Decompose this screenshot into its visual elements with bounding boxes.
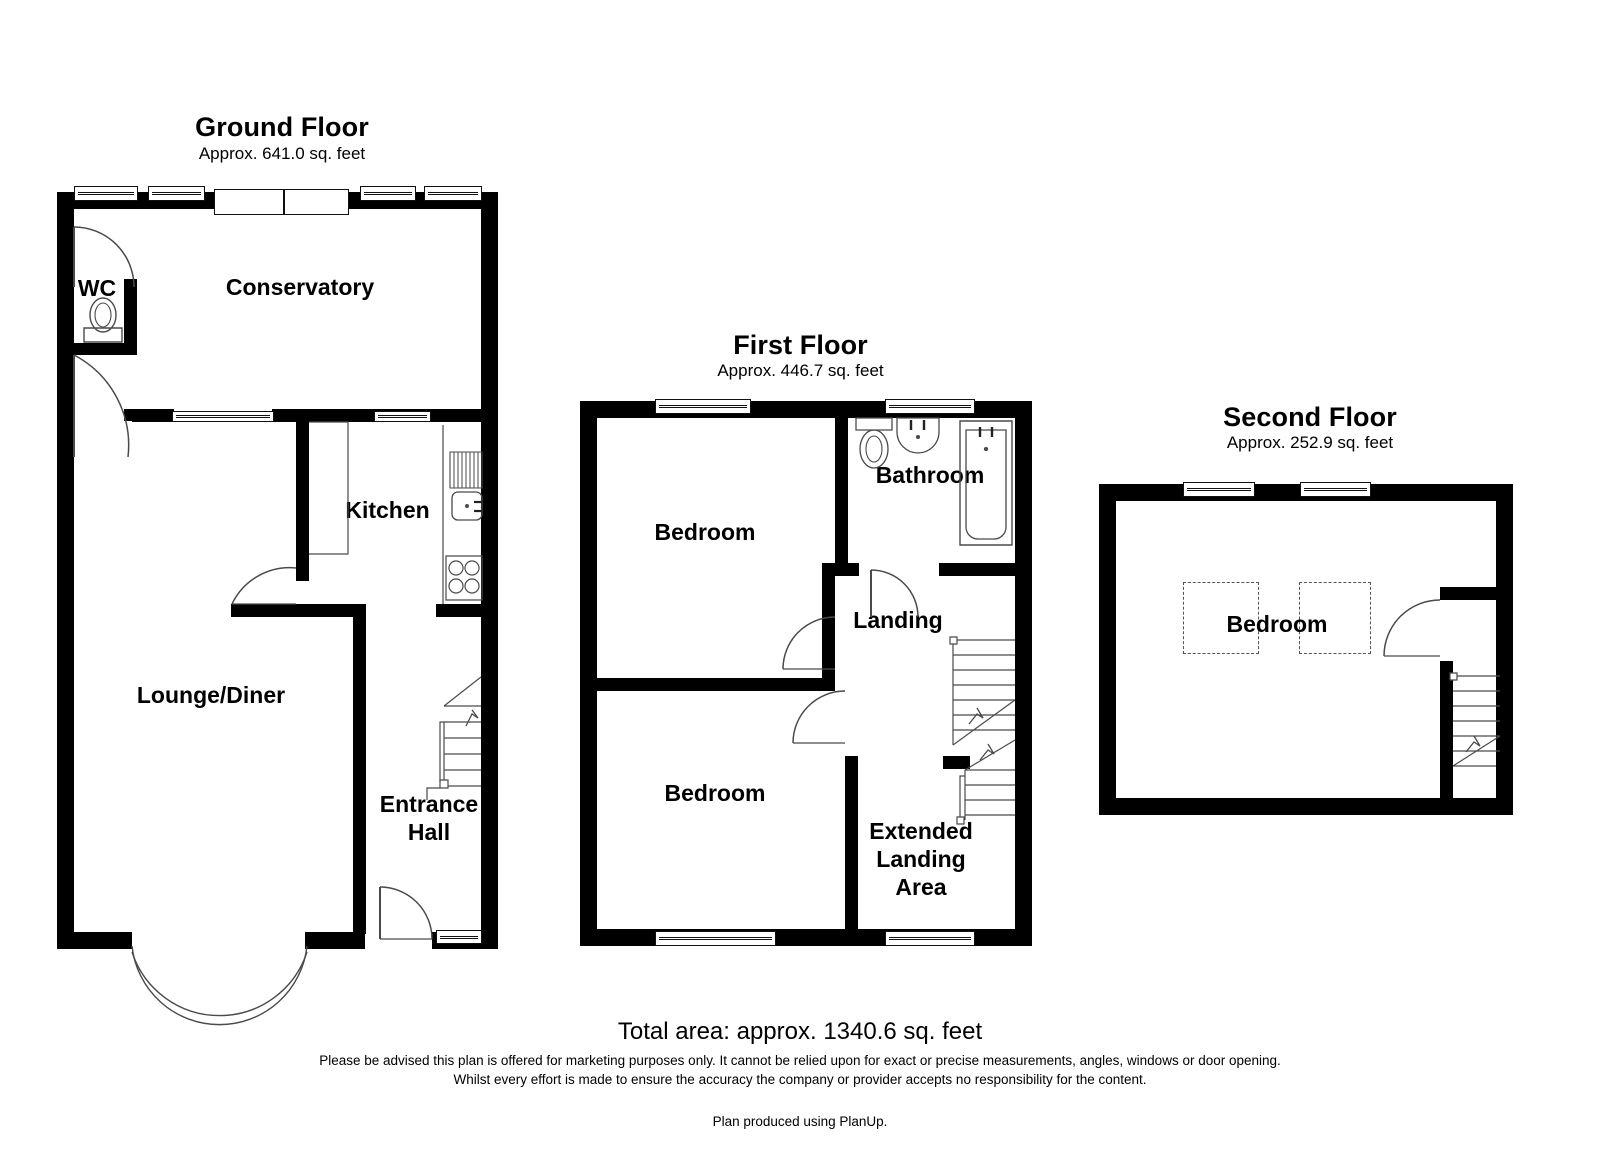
room-label-lounge-diner: Lounge/Diner	[136, 682, 286, 708]
first-floor-area: Approx. 446.7 sq. feet	[717, 361, 884, 380]
sf-wall-stair-left	[1440, 661, 1453, 815]
room-label-entrance-hall: Entrance Hall	[366, 790, 492, 846]
room-label-landing: Landing	[853, 607, 943, 633]
ff-door-bedroom2	[793, 691, 845, 743]
gf-wall-left	[57, 192, 74, 949]
ground-floor-area: Approx. 641.0 sq. feet	[198, 144, 366, 163]
ff-window-top-left	[655, 399, 751, 414]
sf-wall-right	[1496, 484, 1513, 815]
gf-wall-bottom-mid	[305, 932, 365, 949]
credit-text: Plan produced using PlanUp.	[712, 1114, 888, 1129]
ff-wall-bathroom-bottom-a	[835, 563, 859, 576]
entrance-hall-line2: Hall	[407, 819, 451, 846]
gf-window-hall	[172, 411, 274, 422]
gf-wall-kitchen-left	[296, 409, 309, 581]
gf-wall-conservatory-bottom-2	[272, 409, 378, 422]
extended-landing-line2: Landing	[876, 846, 966, 873]
sf-staircase-down	[1450, 673, 1500, 766]
ff-wall-bathroom-bottom-b	[939, 563, 1015, 576]
gf-wall-kitchen-bottom	[231, 604, 366, 617]
ff-basin-fixture	[897, 418, 939, 453]
disclaimer-line-2: Whilst every effort is made to ensure th…	[453, 1072, 1147, 1087]
gf-wall-conservatory-bottom	[132, 409, 174, 422]
total-area-text: Total area: approx. 1340.6 sq. feet	[617, 1018, 983, 1045]
ff-wall-bedroom-divider	[591, 678, 835, 691]
ff-window-top-right	[885, 399, 975, 414]
ff-wall-stair-nib	[943, 756, 970, 769]
second-floor-area: Approx. 252.9 sq. feet	[1226, 433, 1394, 452]
room-label-bedroom-2: Bedroom	[664, 780, 766, 806]
room-label-bedroom-3: Bedroom	[1226, 611, 1328, 637]
gf-window-top-glazing-b	[284, 189, 349, 215]
extended-landing-line1: Extended	[869, 818, 973, 844]
sf-wall-bottom	[1099, 798, 1513, 815]
sf-wall-left	[1099, 484, 1116, 815]
gf-window-top-glazing-a	[214, 189, 284, 215]
gf-window-entrance	[436, 930, 482, 944]
gf-wall-bottom-left	[57, 932, 132, 949]
gf-window-top-1	[74, 186, 138, 201]
ff-wall-bathroom-left	[835, 418, 848, 570]
room-label-bedroom-1: Bedroom	[654, 519, 756, 545]
ff-window-bottom-right	[885, 931, 975, 946]
disclaimer-line-1: Please be advised this plan is offered f…	[319, 1053, 1281, 1068]
ff-wall-left	[580, 401, 597, 946]
gf-door-hall	[74, 355, 129, 457]
second-floor-title: Second Floor	[1223, 402, 1397, 432]
gf-door-kitchen	[232, 568, 296, 604]
gf-staircase-up	[427, 677, 481, 800]
sf-window-top-right	[1300, 482, 1371, 497]
room-label-extended-landing: Extended Landing Area	[852, 817, 990, 901]
gf-wc-wall-bottom	[57, 343, 137, 355]
gf-wall-kitchen-divider	[353, 604, 366, 934]
gf-wall-kitchen-right-lower	[436, 604, 482, 617]
ff-staircase-up	[957, 740, 1015, 824]
sf-skylight-box-right	[1299, 582, 1371, 654]
ff-wall-right	[1015, 401, 1032, 946]
extended-landing-line3: Area	[895, 874, 947, 901]
ground-floor-title: Ground Floor	[195, 112, 369, 142]
gf-window-top-2	[148, 186, 205, 201]
entrance-hall-line1: Entrance	[379, 791, 479, 817]
gf-window-top-3	[360, 186, 416, 201]
first-floor-title: First Floor	[733, 330, 868, 360]
sf-wall-stair-top	[1440, 587, 1496, 600]
gf-toilet-fixture	[84, 298, 122, 342]
gf-kitchen-counter-left	[309, 422, 348, 554]
gf-wall-right	[481, 192, 498, 949]
room-label-bathroom: Bathroom	[875, 462, 985, 488]
ff-wall-landing-right	[845, 756, 858, 934]
room-label-kitchen: Kitchen	[345, 497, 430, 523]
gf-bay-window	[132, 946, 307, 1025]
sf-skylight-box-left	[1183, 582, 1259, 654]
gf-wc-wall-right	[124, 279, 137, 350]
ff-staircase-down	[950, 637, 1015, 745]
ff-window-bottom-left	[655, 931, 776, 946]
gf-door-front	[380, 887, 432, 939]
room-label-wc: WC	[77, 275, 117, 301]
sf-window-top-left	[1183, 482, 1255, 497]
gf-window-top-4	[424, 186, 482, 201]
gf-window-kitchen	[374, 411, 431, 422]
room-label-conservatory: Conservatory	[225, 274, 375, 300]
